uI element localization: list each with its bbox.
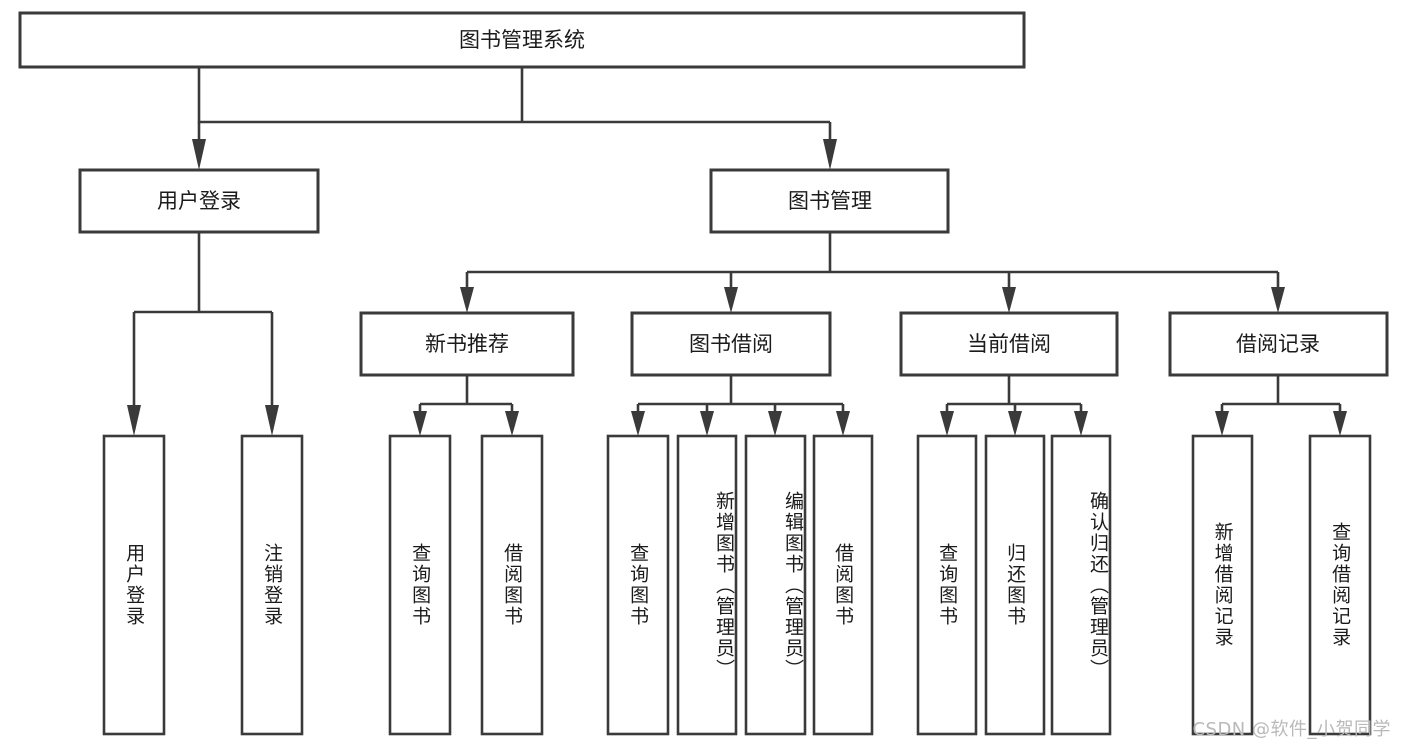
leaf-box-logout[interactable] <box>240 434 304 736</box>
arrowhead-leaf-13 <box>1333 411 1347 436</box>
leaf-box-query-book-2[interactable] <box>606 434 670 736</box>
leaf-box-add-book[interactable] <box>676 434 738 736</box>
node-new-book-recommend-label: 新书推荐 <box>425 332 509 356</box>
arrowhead-user-login <box>192 139 206 170</box>
leaf-box-query-book-3[interactable] <box>916 434 978 736</box>
leaf-box-query-record[interactable] <box>1308 434 1372 736</box>
leaf-box-add-record[interactable] <box>1191 434 1254 736</box>
node-user-login-label: 用户登录 <box>157 189 241 213</box>
leaf-boxes <box>102 434 1372 736</box>
node-boxes: 图书管理系统 用户登录 图书管理 新书推荐 图书借阅 当前借阅 借阅记录 <box>18 11 1389 377</box>
arrowhead-level3-1 <box>460 287 474 313</box>
leaf-box-confirm-return[interactable] <box>1050 434 1112 736</box>
arrowhead-level3-2 <box>724 287 738 313</box>
arrowhead-leaf-7 <box>768 411 782 436</box>
node-borrow-record-label: 借阅记录 <box>1236 332 1320 356</box>
arrowhead-book-manage <box>823 139 837 170</box>
node-root-box[interactable] <box>18 11 1026 69</box>
node-book-manage-box[interactable] <box>709 168 950 234</box>
arrowhead-level3-4 <box>1271 287 1285 313</box>
node-root-label: 图书管理系统 <box>459 28 585 52</box>
leaf-box-borrow-book-1[interactable] <box>480 434 544 736</box>
node-user-login-box[interactable] <box>78 168 320 234</box>
leaf-box-user-login[interactable] <box>102 434 166 736</box>
arrowhead-leaf-3 <box>413 411 427 436</box>
node-current-borrow-label: 当前借阅 <box>967 332 1051 356</box>
node-current-borrow-box[interactable] <box>899 311 1119 377</box>
connectors <box>127 67 1347 436</box>
arrowhead-leaf-9 <box>940 411 954 436</box>
arrowhead-leaf-2 <box>265 405 279 436</box>
leaf-box-edit-book[interactable] <box>744 434 807 736</box>
arrowhead-leaf-1 <box>127 405 141 436</box>
arrowhead-leaf-4 <box>505 411 519 436</box>
node-new-book-recommend-box[interactable] <box>359 311 575 377</box>
arrowhead-leaf-8 <box>836 411 850 436</box>
leaf-box-return-book[interactable] <box>984 434 1046 736</box>
node-borrow-record-box[interactable] <box>1168 311 1389 377</box>
connector-root-trunk <box>197 67 830 124</box>
arrowhead-level3-3 <box>1002 287 1016 313</box>
arrowhead-leaf-6 <box>700 411 714 436</box>
arrowhead-leaf-11 <box>1074 411 1088 436</box>
leaf-box-borrow-book-2[interactable] <box>812 434 874 736</box>
arrowhead-leaf-5 <box>631 411 645 436</box>
csdn-watermark: CSDN @软件_小贺同学 <box>1192 719 1391 740</box>
node-book-borrow-label: 图书借阅 <box>689 332 773 356</box>
leaf-box-query-book-1[interactable] <box>388 434 452 736</box>
arrowhead-leaf-10 <box>1008 411 1022 436</box>
arrowhead-leaf-12 <box>1215 411 1229 436</box>
node-book-borrow-box[interactable] <box>630 311 832 377</box>
node-book-manage-label: 图书管理 <box>788 189 872 213</box>
